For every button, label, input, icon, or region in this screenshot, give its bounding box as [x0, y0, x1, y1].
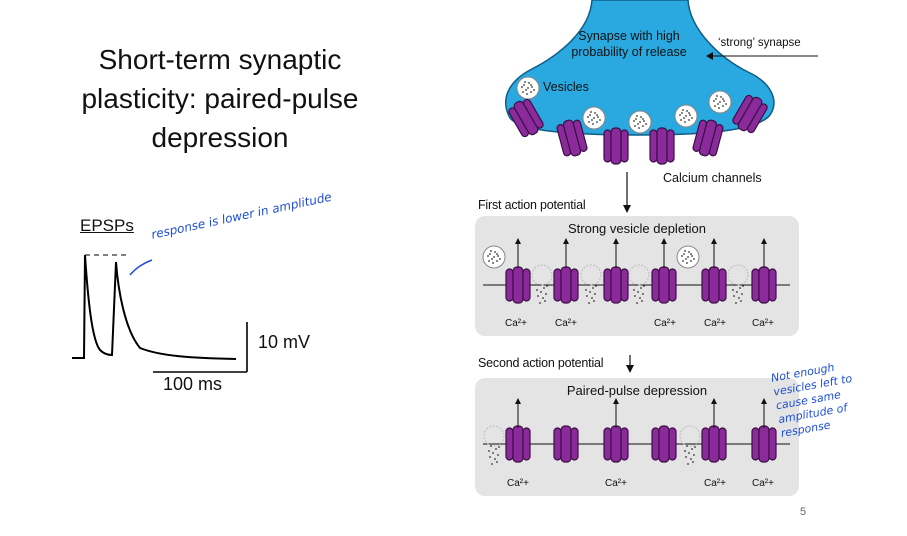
down-arrow-2	[626, 355, 634, 373]
down-arrow-1	[623, 172, 631, 213]
ca-label: Ca²+	[704, 318, 726, 329]
second-action-potential-label: Second action potential	[478, 356, 604, 370]
scale-bar	[153, 322, 248, 373]
ca-label: Ca²+	[505, 318, 527, 329]
calcium-channels-label: Calcium channels	[663, 171, 762, 185]
ca-label: Ca²+	[752, 318, 774, 329]
ca-label: Ca²+	[507, 478, 529, 489]
first-action-potential-label: First action potential	[478, 198, 586, 212]
synapse-caption: Synapse with high probability of release	[571, 29, 687, 59]
ca-label: Ca²+	[752, 478, 774, 489]
ca-label: Ca²+	[555, 318, 577, 329]
panel2-membrane	[475, 378, 799, 496]
strong-synapse-label: ‘strong’ synapse	[718, 37, 801, 49]
ca-label: Ca²+	[605, 478, 627, 489]
ca-label: Ca²+	[704, 478, 726, 489]
page-number: 5	[800, 506, 807, 518]
epsp-trace	[72, 254, 237, 360]
panel2-title: Paired-pulse depression	[566, 383, 708, 398]
epsp-label: EPSPs	[80, 216, 134, 235]
scale-time-label: 100 ms	[163, 374, 223, 394]
panel1-membrane	[475, 216, 799, 336]
scale-voltage-label: 10 mV	[258, 332, 311, 352]
panel1-title: Strong vesicle depletion	[567, 221, 707, 236]
strong-synapse-arrow	[706, 52, 818, 60]
ca-label: Ca²+	[654, 318, 676, 329]
slide-title: Short-term synaptic plasticity: paired-p…	[81, 44, 359, 153]
vesicles-label: Vesicles	[543, 80, 589, 94]
presynaptic-terminal	[505, 0, 775, 136]
